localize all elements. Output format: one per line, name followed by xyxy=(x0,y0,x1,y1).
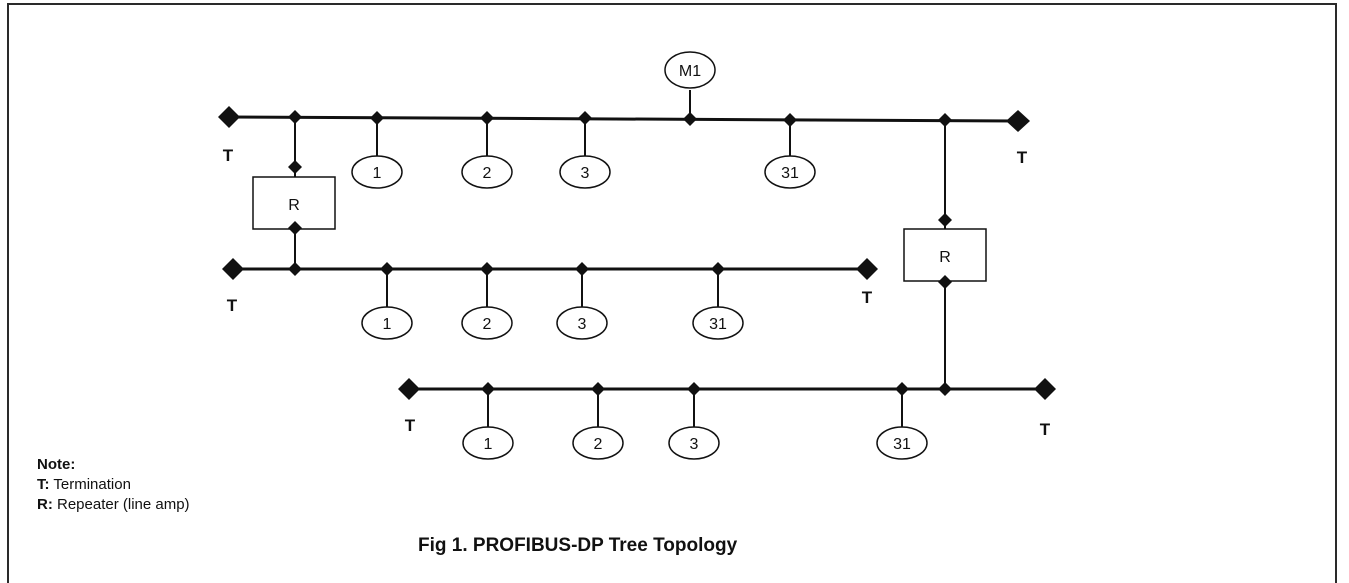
station-node xyxy=(461,155,513,189)
station-label: 3 xyxy=(578,316,587,333)
repeater-2-box xyxy=(903,228,987,282)
station-node xyxy=(692,306,744,340)
station-node xyxy=(764,155,816,189)
bus-line-1 xyxy=(228,115,1019,123)
note-termination: T: Termination xyxy=(37,475,190,495)
termination-diamond xyxy=(856,258,878,280)
termination-label: T xyxy=(405,416,416,435)
termination-label: T xyxy=(227,296,238,315)
station-node xyxy=(556,306,608,340)
termination-markers xyxy=(218,106,1056,400)
station-label: 3 xyxy=(581,165,590,182)
station-node xyxy=(876,426,928,460)
station-node xyxy=(559,155,611,189)
termination-diamond xyxy=(1034,378,1056,400)
note-r-text: Repeater (line amp) xyxy=(52,496,190,513)
termination-diamond xyxy=(222,258,244,280)
figure-caption: Fig 1. PROFIBUS-DP Tree Topology xyxy=(418,535,738,556)
legend-note: Note: T: Termination R: Repeater (line a… xyxy=(37,455,190,515)
termination-diamond xyxy=(398,378,420,400)
repeater-2-label: R xyxy=(939,249,951,266)
termination-label: T xyxy=(223,146,234,165)
station-label: 2 xyxy=(483,316,492,333)
termination-label: T xyxy=(862,288,873,307)
station-node xyxy=(351,155,403,189)
station-label: 1 xyxy=(373,165,382,182)
connector-markers xyxy=(288,110,952,396)
station-label: 31 xyxy=(893,436,911,453)
note-repeater: R: Repeater (line amp) xyxy=(37,495,190,515)
note-title: Note: xyxy=(37,456,76,473)
station-label: 31 xyxy=(709,316,727,333)
note-r-key: R: xyxy=(37,496,53,513)
station-label: 31 xyxy=(781,165,799,182)
tree-topology-diagram: R R M1 1 2 3 31 1 2 3 31 1 2 3 31 xyxy=(218,51,1056,460)
figure-frame xyxy=(7,3,1337,583)
station-node xyxy=(361,306,413,340)
station-label: 1 xyxy=(383,316,392,333)
master-label: M1 xyxy=(679,63,701,80)
segment-1-stations: 1 2 3 31 xyxy=(351,155,816,189)
station-node xyxy=(462,426,514,460)
station-label: 1 xyxy=(484,436,493,453)
segment-2-stations: 1 2 3 31 xyxy=(361,306,744,340)
termination-label: T xyxy=(1017,148,1028,167)
station-label: 3 xyxy=(690,436,699,453)
repeater-1-label: R xyxy=(288,197,300,214)
station-node xyxy=(461,306,513,340)
station-node xyxy=(572,426,624,460)
termination-diamond xyxy=(1006,110,1030,132)
master-node xyxy=(664,51,716,89)
note-t-key: T: xyxy=(37,476,50,493)
termination-label: T xyxy=(1040,420,1051,439)
note-t-text: Termination xyxy=(49,476,131,493)
segment-3-stations: 1 2 3 31 xyxy=(462,426,928,460)
repeater-1-box xyxy=(252,176,336,230)
station-node xyxy=(668,426,720,460)
station-label: 2 xyxy=(594,436,603,453)
termination-diamond xyxy=(218,106,240,128)
station-label: 2 xyxy=(483,165,492,182)
